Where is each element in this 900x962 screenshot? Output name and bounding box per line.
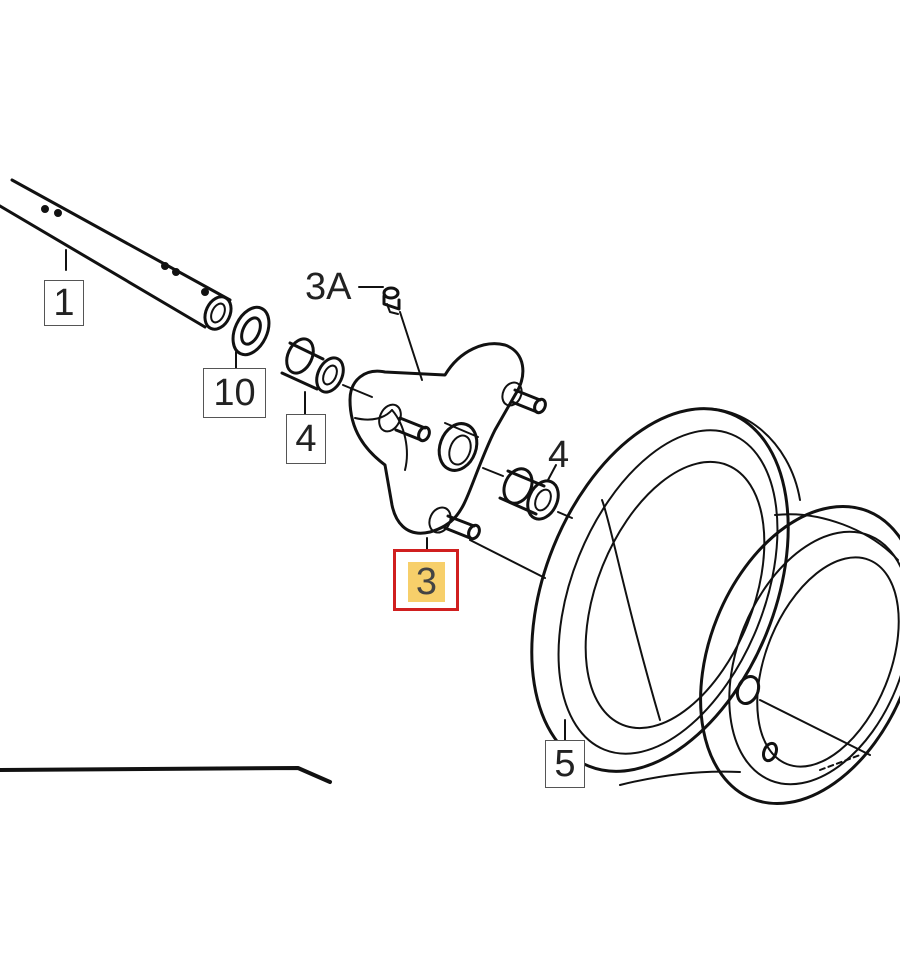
grease-fitting-drawing	[358, 286, 423, 381]
callout-bearing-right[interactable]: 4	[548, 434, 570, 476]
bearing-right-drawing	[498, 464, 560, 521]
callout-hub-label: 3	[408, 561, 445, 603]
callout-shaft[interactable]: 1	[44, 280, 84, 326]
shaft-drawing	[0, 178, 233, 331]
callout-seal[interactable]: 10	[203, 368, 266, 418]
seal-drawing	[231, 305, 271, 369]
rim-drawing	[530, 407, 900, 806]
hub-drawing	[348, 342, 547, 551]
callout-bearing-left[interactable]: 4	[286, 414, 326, 464]
frame-outline	[0, 766, 332, 784]
callout-hub-highlighted[interactable]: 3	[393, 549, 459, 611]
bearing-left-drawing	[280, 337, 345, 415]
callout-rim[interactable]: 5	[545, 740, 585, 788]
callout-grease-fitting[interactable]: 3A	[305, 266, 352, 308]
axle-centerline	[342, 384, 871, 756]
